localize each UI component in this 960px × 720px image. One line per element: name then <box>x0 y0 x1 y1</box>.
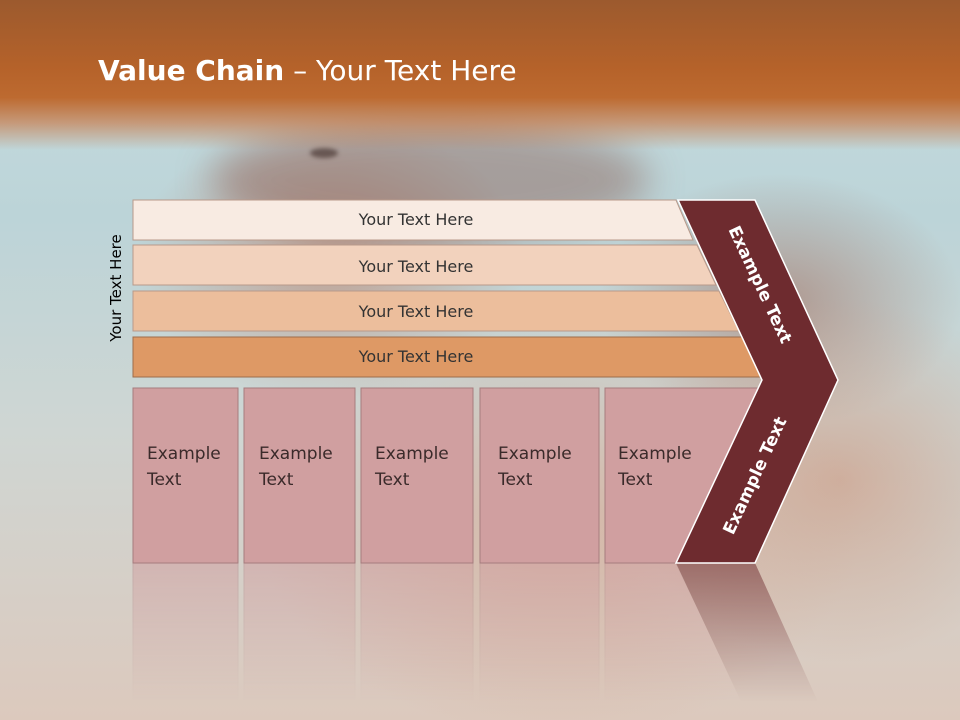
box-1 <box>132 387 239 564</box>
box-1-line1: Example <box>147 444 221 464</box>
box-3-line1: Example <box>375 444 449 464</box>
bar-3-label: Your Text Here <box>358 302 474 321</box>
bar-1-label: Your Text Here <box>358 210 474 229</box>
box-4 <box>479 387 600 564</box>
bars-group: Your Text Here Your Text Here Your Text … <box>132 199 763 378</box>
box-3 <box>360 387 474 564</box>
box-2-line1: Example <box>259 444 333 464</box>
box-3-line2: Text <box>374 470 410 490</box>
box-1-line2: Text <box>146 470 182 490</box>
box-2 <box>243 387 356 564</box>
reflection <box>132 562 827 720</box>
box-4-line1: Example <box>498 444 572 464</box>
bar-2 <box>132 244 717 286</box>
slide-title: Value Chain – Your Text Here <box>98 54 517 87</box>
bar-2-label: Your Text Here <box>358 257 474 276</box>
bar-4-label: Your Text Here <box>358 347 474 366</box>
boxes-group: Example Text Example Text Example Text E… <box>132 387 761 564</box>
title-rest: – Your Text Here <box>284 54 517 87</box>
box-4-line2: Text <box>497 470 533 490</box>
box-5-line1: Example <box>618 444 692 464</box>
bar-1 <box>132 199 694 241</box>
photo-eye <box>310 148 338 158</box>
box-2-line2: Text <box>258 470 294 490</box>
chevron-shape <box>674 199 839 564</box>
title-banner <box>0 0 960 150</box>
title-bold: Value Chain <box>98 54 285 87</box>
box-5-line2: Text <box>617 470 653 490</box>
